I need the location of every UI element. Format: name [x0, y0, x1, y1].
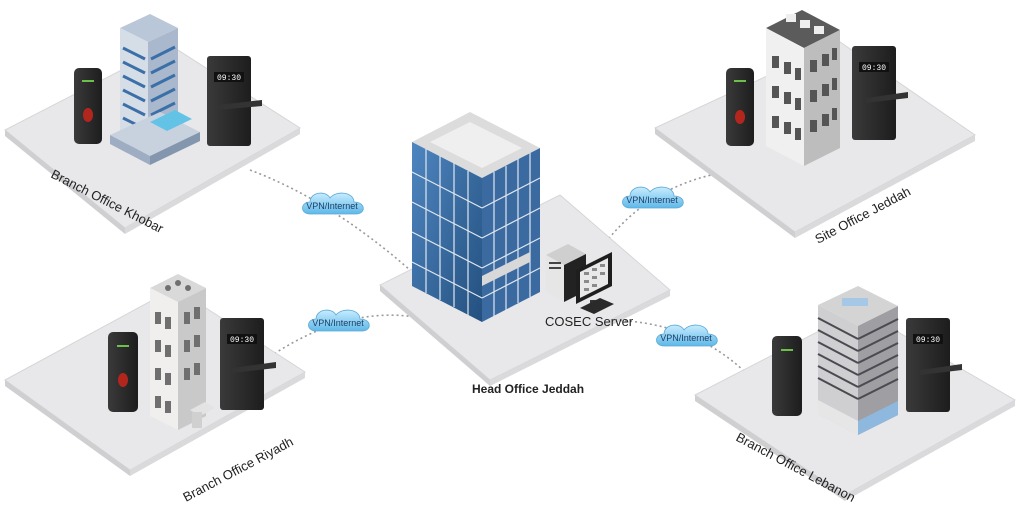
vpn-label: VPN/Internet — [626, 195, 678, 205]
label-riyadh: Branch Office Riyadh — [180, 434, 295, 505]
door-lock-icon: 09:30 — [852, 46, 908, 140]
door-lock-icon: 09:30 — [906, 318, 962, 412]
label-head: Head Office Jeddah — [472, 382, 584, 396]
door-lock-icon: 09:30 — [207, 56, 262, 146]
building-icon — [817, 286, 899, 435]
building-icon — [110, 14, 200, 165]
building-icon — [766, 10, 840, 166]
office-khobar: 09:30 Branch Office Khobar — [4, 14, 301, 236]
fingerprint-reader-icon — [74, 68, 102, 144]
lock-clock: 09:30 — [230, 336, 254, 345]
fingerprint-reader-icon — [108, 332, 138, 412]
cloud-icon: VPN/Internet — [622, 186, 684, 209]
office-lebanon: 09:30 Branch Office Lebanon — [694, 286, 1017, 505]
cloud-icon: VPN/Internet — [302, 192, 364, 215]
office-site: 09:30 Site Office Jeddah — [654, 10, 976, 247]
cloud-icon: VPN/Internet — [656, 324, 718, 347]
door-lock-icon: 09:30 — [220, 318, 276, 410]
fingerprint-reader-icon — [726, 68, 754, 146]
vpn-label: VPN/Internet — [312, 318, 364, 328]
label-server: COSEC Server — [545, 314, 634, 329]
office-head: COSEC Server Head Office Jeddah — [379, 112, 671, 396]
link-khobar — [249, 169, 411, 271]
office-riyadh: 09:30 Branch Office Riyadh — [4, 274, 306, 505]
building-icon — [150, 274, 215, 430]
link-site — [599, 169, 741, 251]
monitor-icon — [576, 252, 614, 314]
vpn-label: VPN/Internet — [660, 333, 712, 343]
link-lebanon — [604, 319, 746, 373]
lock-clock: 09:30 — [916, 336, 940, 345]
fingerprint-reader-icon — [772, 336, 802, 416]
lock-clock: 09:30 — [217, 74, 241, 83]
lock-clock: 09:30 — [862, 64, 886, 73]
cloud-icon: VPN/Internet — [308, 309, 370, 332]
vpn-label: VPN/Internet — [306, 201, 358, 211]
building-icon — [411, 112, 541, 322]
